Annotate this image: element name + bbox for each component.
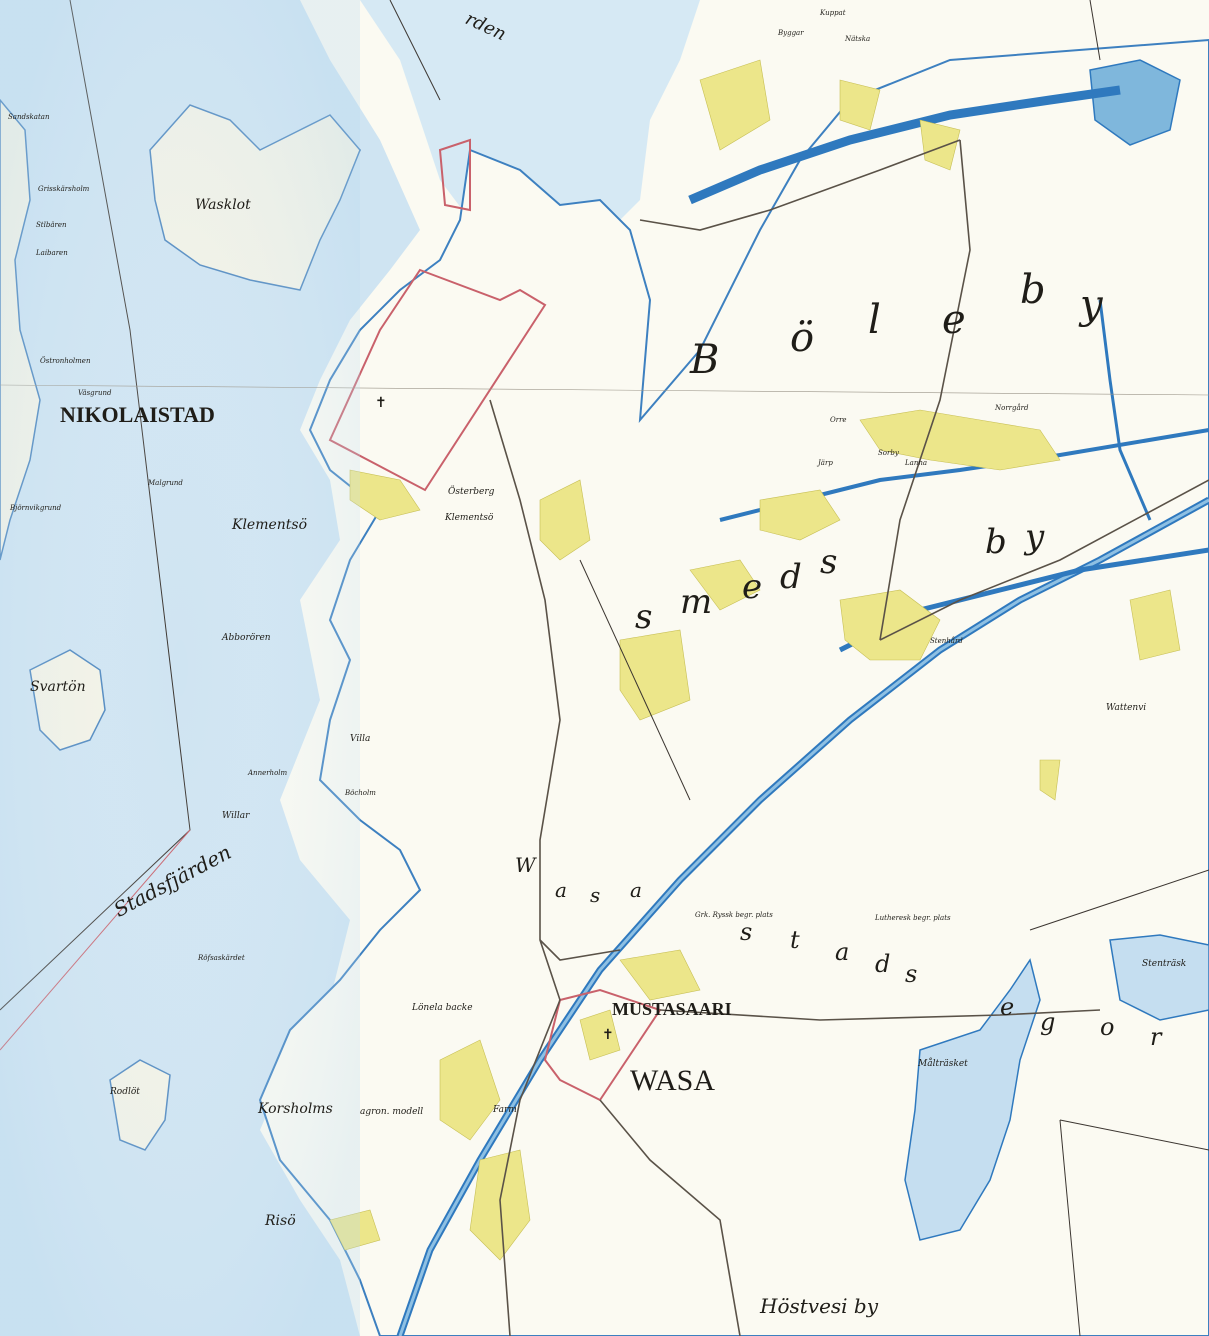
label-wasa: WASA bbox=[630, 1064, 716, 1097]
lake-north bbox=[1089, 59, 1181, 146]
label-bjornvikgrund: Björnvikgrund bbox=[10, 504, 62, 512]
label-ostronholmen: Östronholmen bbox=[40, 357, 91, 365]
district-smeds-5: s bbox=[820, 542, 840, 582]
label-lonela: Lönela backe bbox=[412, 1003, 473, 1013]
district-wasa-10: e bbox=[1000, 993, 1015, 1021]
label-sandskatan: Sandskatan bbox=[8, 113, 50, 121]
label-orre: Orre bbox=[830, 416, 847, 424]
label-malgrund: Malgrund bbox=[148, 479, 183, 487]
district-bole-3: l bbox=[868, 297, 883, 343]
label-vasgrund: Väsgrund bbox=[78, 389, 112, 397]
label-rafsaskardet: Röfsaskärdet bbox=[198, 954, 245, 962]
label-hostvesi: Höstvesi by bbox=[760, 1294, 879, 1318]
district-wasa-7: a bbox=[835, 938, 850, 966]
district-wasa-2: a bbox=[555, 878, 567, 902]
label-gr-begr: Grk. Ryssk begr. plats bbox=[695, 911, 773, 919]
label-grisskarsholm: Grisskärsholm bbox=[38, 185, 90, 193]
label-annerholm: Annerholm bbox=[248, 769, 288, 777]
district-smeds-4: d bbox=[780, 557, 804, 597]
district-wasa-1: W bbox=[515, 853, 536, 877]
district-bole-1: B bbox=[690, 337, 722, 383]
label-wasklot: Wasklot bbox=[195, 197, 251, 213]
district-wasa-6: t bbox=[790, 926, 800, 954]
district-smeds-7: y bbox=[1025, 517, 1047, 557]
label-byggar: Byggar bbox=[778, 29, 804, 37]
river-inner bbox=[398, 498, 1209, 1336]
label-laibaron: Laibaren bbox=[36, 249, 68, 257]
district-wasa-4: a bbox=[630, 878, 642, 902]
label-natska: Nätska bbox=[845, 35, 871, 43]
district-wasa-11: g bbox=[1040, 1008, 1056, 1036]
label-sorby: Sorby bbox=[878, 449, 899, 457]
district-smeds-1: s bbox=[635, 597, 655, 637]
label-maltrasket: Målträsket bbox=[918, 1059, 968, 1069]
label-nikolaistad: NIKOLAISTAD bbox=[60, 402, 215, 427]
label-osterberg: Österberg bbox=[448, 487, 495, 497]
label-kuppat: Kuppat bbox=[820, 9, 846, 17]
strait-north bbox=[688, 85, 1121, 205]
label-stlbaron: Stlbären bbox=[36, 221, 67, 229]
upper-bay-water bbox=[360, 0, 700, 250]
label-svarton: Svartön bbox=[30, 679, 86, 695]
label-stentrask: Stenträsk bbox=[1142, 959, 1187, 969]
label-villa: Villa bbox=[350, 734, 371, 744]
label-wattenvi: Wattenvi bbox=[1106, 703, 1147, 713]
district-wasa-3: s bbox=[590, 883, 601, 907]
label-willar: Willar bbox=[222, 811, 250, 821]
label-korsholms: Korsholms bbox=[258, 1101, 333, 1117]
district-bole-2: ö bbox=[790, 315, 817, 361]
district-smeds-2: m bbox=[680, 582, 715, 622]
label-bocholm: Böcholm bbox=[345, 789, 376, 797]
label-abbororen: Abborören bbox=[222, 633, 271, 643]
creek-east bbox=[1098, 299, 1152, 521]
label-jarp: Järp bbox=[818, 459, 833, 467]
label-luth-begr: Lutheresk begr. plats bbox=[875, 914, 951, 922]
district-wasa-9: s bbox=[905, 960, 918, 988]
district-bole-5: b bbox=[1020, 267, 1048, 313]
label-riso: Risö bbox=[265, 1213, 296, 1229]
label-klementso: Klementsö bbox=[232, 517, 308, 533]
label-agronom: agron. modell bbox=[360, 1107, 424, 1117]
district-bole-4: e bbox=[942, 297, 968, 343]
roads bbox=[489, 139, 1209, 1336]
district-wasa-12: o bbox=[1100, 1013, 1115, 1041]
label-klementso-small: Klementsö bbox=[445, 513, 494, 523]
district-wasa-13: r bbox=[1150, 1023, 1162, 1051]
district-wasa-8: d bbox=[875, 950, 891, 978]
district-smeds-6: b bbox=[985, 522, 1009, 562]
label-rodlot: Rodlöt bbox=[110, 1087, 140, 1097]
district-wasa-5: s bbox=[740, 918, 753, 946]
label-farm: Farm bbox=[493, 1105, 517, 1115]
label-stenhard: Stenhård bbox=[930, 637, 963, 645]
maltrasket-lake bbox=[904, 958, 1041, 1241]
church-icon: ✝ bbox=[375, 395, 387, 411]
stentrask-lake bbox=[1109, 934, 1209, 1021]
label-lanna: Lanna bbox=[905, 459, 928, 467]
label-norrgard: Norrgård bbox=[995, 404, 1029, 412]
district-bole-6: y bbox=[1080, 282, 1105, 328]
church-icon: ✝ bbox=[602, 1027, 614, 1043]
fields bbox=[329, 59, 1181, 1261]
label-mustasaari: MUSTASAARI bbox=[612, 999, 732, 1019]
district-smeds-3: e bbox=[742, 567, 765, 607]
